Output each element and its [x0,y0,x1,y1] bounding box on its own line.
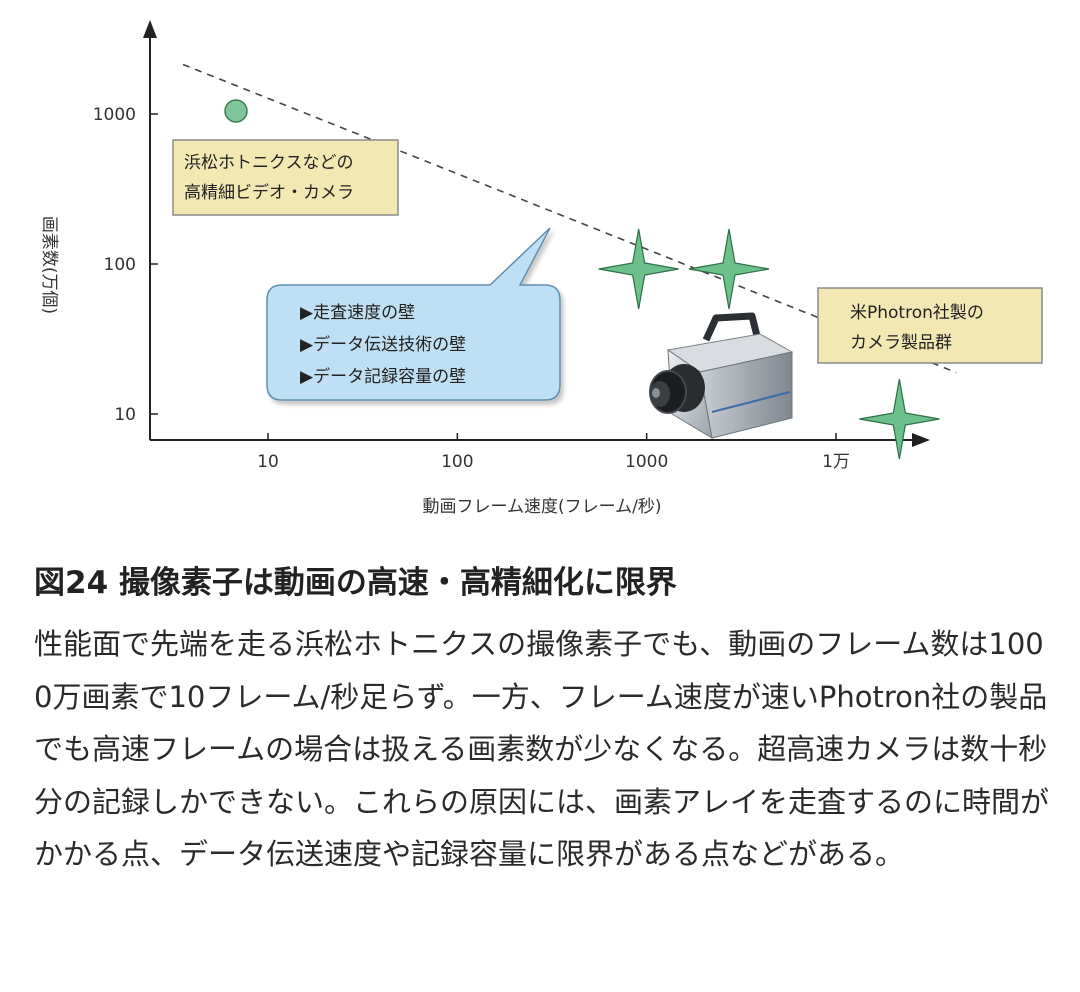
x-tick-label: 10 [257,452,279,472]
y-axis-arrow-icon [143,20,157,38]
x-tick-label: 100 [441,452,473,472]
caption-body: 性能面で先端を走る浜松ホトニクスの撮像素子でも、動画のフレーム数は1000万画素… [34,627,1050,871]
walls-callout-line-1: ▶走査速度の壁 [300,303,415,323]
x-tick-label: 1万 [822,452,850,472]
photron-label-line-1: 米Photron社製の [850,303,984,323]
y-tick-label: 100 [104,255,136,275]
hamamatsu-label-box: 浜松ホトニクスなどの 高精細ビデオ・カメラ [172,139,399,216]
walls-callout-line-3: ▶データ記録容量の壁 [300,366,466,387]
y-tick-label: 10 [114,405,136,425]
y-axis-label: 画素数(万個) [39,216,59,314]
photron-label-line-2: カメラ製品群 [850,333,952,353]
data-point-star [688,228,770,310]
x-ticks: 10 100 1000 1万 [257,433,850,472]
markers [224,99,940,460]
data-point-star [598,228,679,310]
walls-callout [266,227,561,401]
camera-illustration-icon [649,312,794,439]
x-axis-arrow-icon [912,433,930,447]
hamamatsu-label-line-2: 高精細ビデオ・カメラ [184,182,354,203]
hamamatsu-label-line-1: 浜松ホトニクスなどの [184,153,354,173]
y-ticks: 10 100 1000 [93,105,158,425]
x-axis-label: 動画フレーム速度(フレーム/秒) [423,497,662,517]
photron-label-box: 米Photron社製の カメラ製品群 [817,287,1043,364]
y-tick-label: 1000 [93,105,136,125]
caption-title: 図24 撮像素子は動画の高速・高精細化に限界 [34,565,677,601]
figure: 10 100 1000 1万 10 100 1000 画素数(万個) 動画フレーム速度(フ… [39,20,1043,517]
walls-callout-line-2: ▶データ伝送技術の壁 [300,334,466,355]
data-point-circle [224,99,248,123]
x-tick-label: 1000 [625,452,668,472]
data-point-star [859,378,940,460]
chart: 10 100 1000 1万 10 100 1000 画素数(万個) 動画フレーム速度(フ… [39,20,1043,517]
